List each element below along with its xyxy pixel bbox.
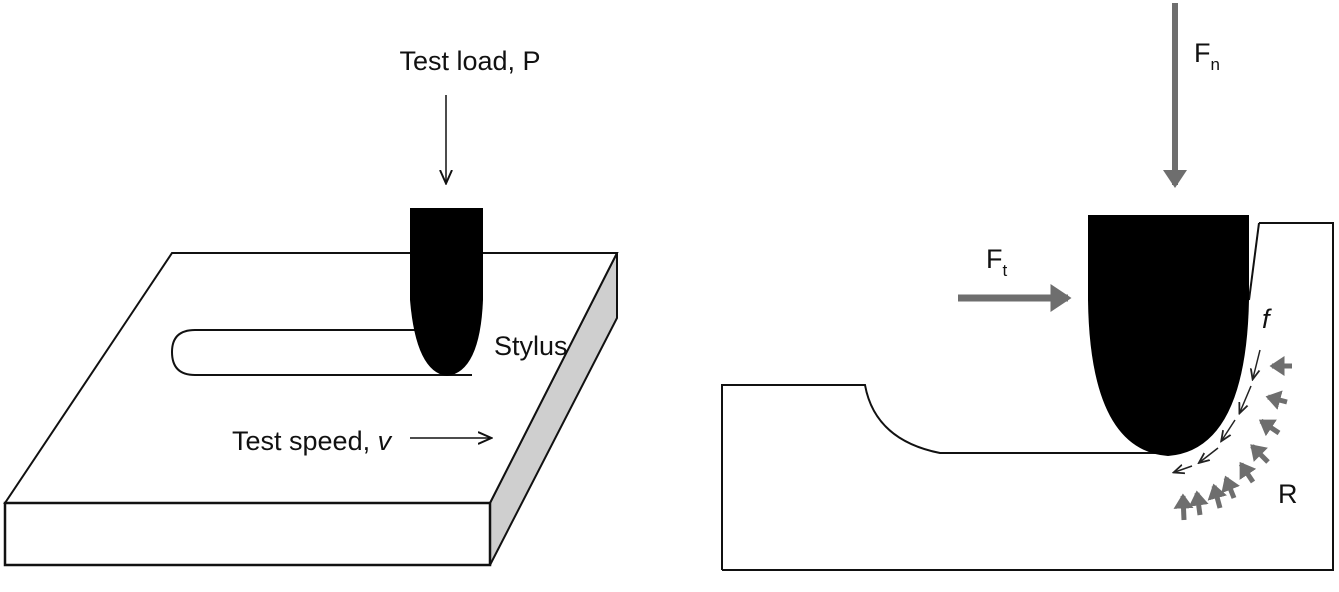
- test-load-label: Test load, P: [399, 46, 540, 76]
- friction-arrows: [1175, 349, 1261, 472]
- test-speed-symbol: v: [378, 426, 393, 456]
- stylus: [410, 208, 483, 376]
- tangential-force-label: Ft: [986, 244, 1008, 280]
- test-speed-text: Test speed,: [232, 426, 378, 456]
- substrate-cross-section: [721, 222, 1334, 571]
- block-front-face: [3, 501, 492, 567]
- normal-force-subscript: n: [1211, 55, 1220, 74]
- tangential-force-subscript: t: [1003, 261, 1008, 280]
- stylus-cross-section: [1088, 215, 1249, 456]
- normal-force-label: Fn: [1194, 38, 1220, 74]
- tangential-force-symbol: F: [986, 244, 1003, 274]
- reaction-label: R: [1278, 479, 1298, 509]
- reaction-arrows: [1173, 356, 1292, 521]
- groove-wall: [1248, 222, 1260, 301]
- friction-label: f: [1262, 304, 1272, 334]
- scratch-groove: [170, 329, 472, 376]
- test-speed-label: Test speed, v: [232, 426, 393, 456]
- stylus-label: Stylus: [494, 331, 568, 361]
- normal-force-symbol: F: [1194, 38, 1211, 68]
- specimen-block: [3, 252, 619, 567]
